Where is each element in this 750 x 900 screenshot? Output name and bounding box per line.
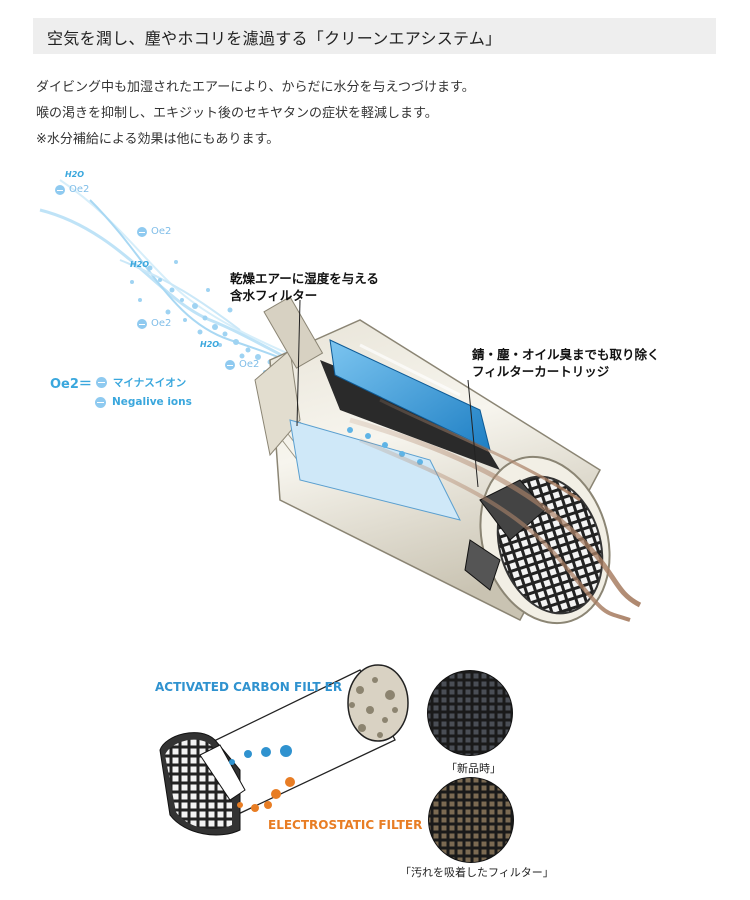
description: ダイビング中も加湿されたエアーにより、からだに水分を与えつづけます。 喉の渇きを… [36, 75, 475, 153]
ion-marker: Oe2 [137, 318, 171, 329]
label-humidity-filter: 乾燥エアーに湿度を与える 含水フィルター [230, 271, 379, 303]
ion-marker: Oe2 [55, 184, 89, 195]
carbon-filter-illustration [159, 664, 409, 836]
minus-ion-icon [55, 184, 65, 195]
legend-jp: マイナスイオン [112, 376, 187, 389]
legend-symbol: Oe2＝ [50, 376, 92, 392]
h2o-label: H2O [65, 170, 85, 179]
section-header: 空気を潤し、塵やホコリを濾過する「クリーンエアシステム」 [33, 18, 716, 54]
leader-cartridge [467, 379, 479, 488]
minus-ion-icon [95, 376, 107, 388]
filter-cylinder [254, 296, 642, 625]
label-filter-cartridge: 錆・塵・オイル臭までも取り除く フィルターカートリッジ [472, 347, 660, 379]
description-line-1: ダイビング中も加湿されたエアーにより、からだに水分を与えつづけます。 [36, 80, 475, 95]
section-title: 空気を潤し、塵やホコリを濾過する「クリーンエアシステム」 [47, 29, 502, 48]
description-line-2: 喉の渇きを抑制し、エキジット後のセキヤタンの症状を軽減します。 [36, 106, 438, 121]
h2o-label: H2O [200, 340, 220, 349]
ion-marker: Oe2 [225, 359, 259, 370]
minus-ion-icon [225, 359, 235, 370]
description-line-3: ※水分補給による効果は他にもあります。 [36, 132, 280, 147]
legend-en: Negalive ions [112, 396, 192, 408]
electrostatic-filter-label: ELECTROSTATIC FILTER [268, 818, 423, 832]
ion-marker: Oe2 [137, 226, 171, 237]
minus-ion-icon [95, 396, 106, 408]
minus-ion-icon [137, 226, 147, 237]
caption-new-filter: 「新品時」 [446, 762, 501, 775]
used-filter-image [428, 777, 514, 863]
activated-carbon-label: ACTIVATED CARBON FILT ER [155, 680, 343, 694]
h2o-label: H2O [130, 260, 150, 269]
new-filter-image [427, 670, 513, 756]
ion-legend: Oe2＝ マイナスイオン Negalive ions [50, 372, 192, 412]
caption-used-filter: 「汚れを吸着したフィルター」 [400, 866, 554, 879]
minus-ion-icon [137, 318, 147, 329]
leader-humidity [296, 299, 301, 427]
